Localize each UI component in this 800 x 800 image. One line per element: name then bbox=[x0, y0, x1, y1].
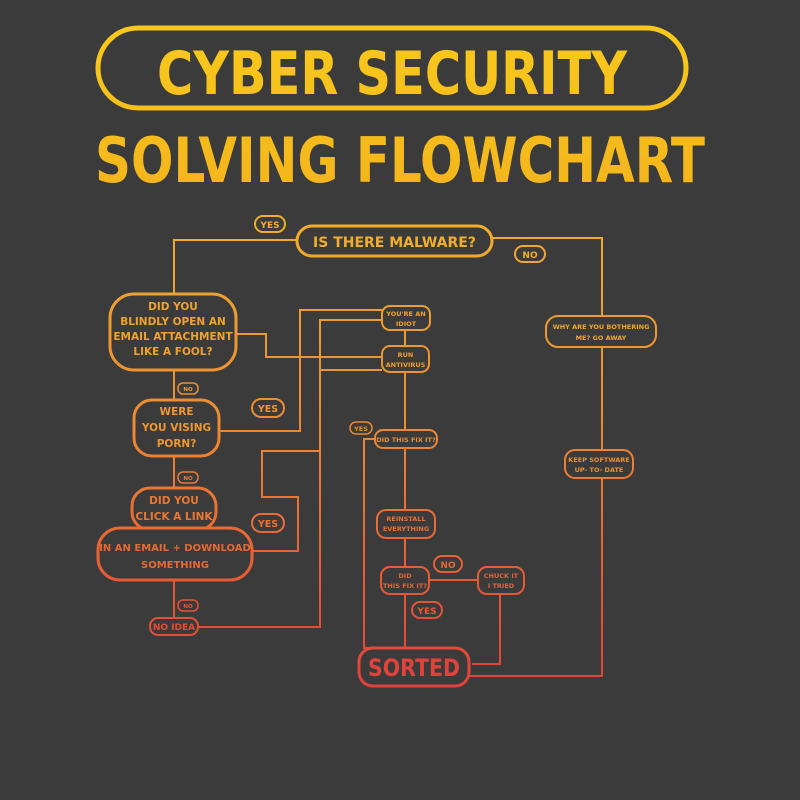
no-top-pill bbox=[514, 245, 546, 263]
keep-updated-box bbox=[564, 449, 634, 479]
download-line-1: IN AN EMAIL + DOWNLOAD bbox=[99, 543, 251, 554]
no-3-text: NO bbox=[183, 604, 193, 610]
yes-top-pill bbox=[254, 215, 286, 233]
no-1-text: NO bbox=[183, 387, 193, 393]
yes-fix1-pill bbox=[349, 421, 373, 435]
reinstall-line-2: EVERYTHING bbox=[383, 525, 429, 533]
antivirus-line-1: RUN bbox=[398, 351, 414, 359]
title-frame bbox=[95, 25, 689, 111]
no-idea-box bbox=[149, 617, 199, 636]
idiot-line-2: IDIOT bbox=[396, 320, 417, 328]
sorted-text: SORTED bbox=[368, 654, 460, 682]
no-2-pill bbox=[177, 471, 199, 484]
keep-updated-line-1: KEEP SOFTWARE bbox=[568, 456, 629, 464]
download-line-2: SOMETHING bbox=[141, 560, 209, 571]
why-bother-line-2: ME? GO AWAY bbox=[576, 334, 627, 342]
why-bother-box bbox=[545, 315, 657, 348]
no-idea-text: NO IDEA bbox=[153, 623, 195, 633]
porn-question-box bbox=[132, 398, 221, 458]
porn-line-3: PORN? bbox=[157, 438, 197, 450]
malware-question-box bbox=[295, 224, 494, 258]
node-labels: IS THERE MALWARE? DID YOU BLINDLY OPEN A… bbox=[99, 221, 649, 682]
yes-top-text: YES bbox=[259, 221, 279, 231]
fix-question-2-line-1: DID bbox=[398, 572, 412, 580]
yes-fix2-pill bbox=[411, 601, 443, 619]
link-line-2: CLICK A LINK bbox=[135, 511, 213, 523]
link-line-1: DID YOU bbox=[149, 495, 199, 507]
no-1-pill bbox=[177, 382, 199, 395]
download-question-box bbox=[96, 526, 254, 582]
connector-lines bbox=[173, 237, 603, 677]
antivirus-line-2: ANTIVIRUS bbox=[386, 361, 426, 369]
reinstall-box bbox=[376, 509, 436, 539]
idiot-line-1: YOU'RE AN bbox=[385, 310, 425, 318]
idiot-box bbox=[381, 305, 431, 331]
title-line-1: CYBER SECURITY bbox=[157, 39, 628, 109]
fix-question-2-line-2: THIS FIX IT? bbox=[383, 582, 427, 590]
porn-line-2: YOU VISING bbox=[141, 422, 211, 434]
why-bother-line-1: WHY ARE YOU BOTHERING bbox=[553, 323, 650, 331]
attachment-line-2: BLINDLY OPEN AN bbox=[120, 316, 226, 328]
reinstall-line-1: REINSTALL bbox=[386, 515, 425, 523]
title-line-2: SOLVING FLOWCHART bbox=[95, 124, 705, 197]
attachment-line-1: DID YOU bbox=[148, 301, 198, 313]
node-shapes bbox=[96, 215, 657, 688]
malware-question-text: IS THERE MALWARE? bbox=[313, 235, 476, 251]
keep-updated-line-2: UP- TO- DATE bbox=[575, 466, 624, 474]
sorted-box bbox=[357, 646, 471, 688]
yes-fix1-text: YES bbox=[353, 425, 368, 433]
attachment-question-box bbox=[108, 292, 238, 372]
run-antivirus-box bbox=[381, 345, 430, 373]
no-top-text: NO bbox=[522, 251, 538, 261]
no-fix2-pill bbox=[433, 555, 463, 573]
fix-question-2-box bbox=[380, 566, 430, 595]
no-2-text: NO bbox=[183, 476, 193, 482]
porn-line-1: WERE bbox=[159, 406, 193, 418]
fix-question-1-box bbox=[374, 429, 438, 449]
no-3-pill bbox=[177, 599, 199, 612]
yes-fix2-text: YES bbox=[416, 607, 436, 617]
yes-link-text: YES bbox=[257, 519, 278, 530]
yes-porn-pill bbox=[251, 398, 285, 418]
no-fix2-text: NO bbox=[440, 561, 456, 571]
chuck-it-box bbox=[477, 566, 525, 595]
attachment-line-4: LIKE A FOOL? bbox=[133, 346, 212, 358]
attachment-line-3: EMAIL ATTACHMENT bbox=[113, 331, 233, 343]
chuck-it-line-2: I TRIED bbox=[488, 582, 515, 590]
chuck-it-line-1: CHUCK IT bbox=[484, 572, 519, 580]
yes-link-pill bbox=[251, 513, 285, 533]
fix-question-1-text: DID THIS FIX IT? bbox=[376, 436, 436, 444]
yes-porn-text: YES bbox=[257, 404, 278, 415]
